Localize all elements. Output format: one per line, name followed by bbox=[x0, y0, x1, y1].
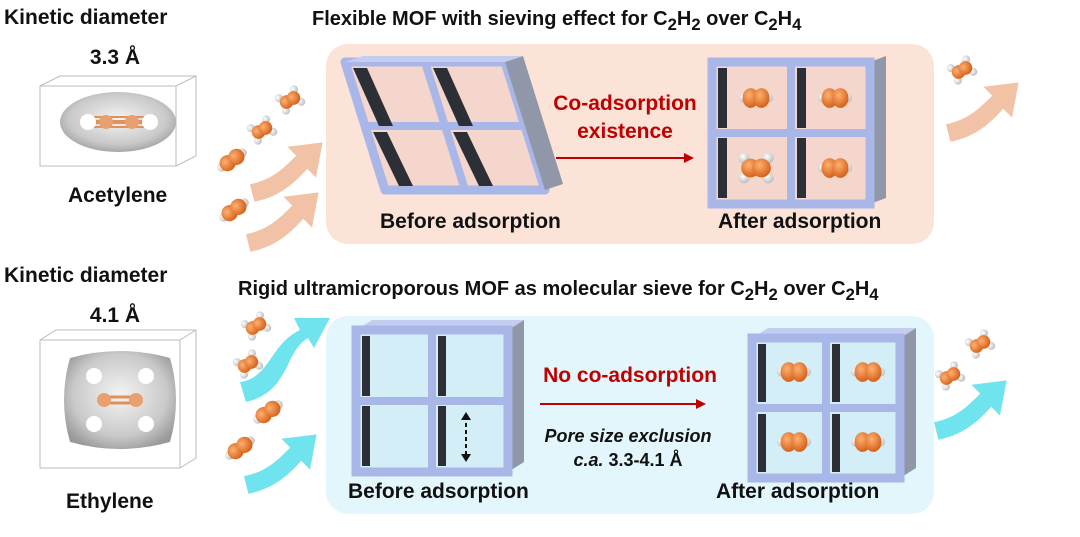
flow-arrow-icon bbox=[946, 82, 1019, 142]
top-annotation-line2: existence bbox=[577, 120, 673, 143]
bottom-before-label: Before adsorption bbox=[348, 480, 529, 503]
acetylene-molecule-icon bbox=[249, 395, 287, 429]
ethylene-molecule-icon bbox=[239, 309, 273, 343]
ethylene-molecule-icon bbox=[245, 113, 279, 147]
top-molecule-name: Acetylene bbox=[68, 184, 168, 207]
top-annotation-line1: Co-adsorption bbox=[553, 92, 697, 115]
acetylene-molecule-icon bbox=[215, 193, 253, 227]
ethylene-molecule-icon bbox=[945, 53, 979, 87]
top-title: Flexible MOF with sieving effect for C2H… bbox=[312, 8, 802, 34]
rigid-mof-before bbox=[351, 320, 524, 477]
bottom-annotation: No co-adsorption bbox=[543, 364, 717, 387]
ethylene-molecule-icon bbox=[963, 327, 997, 361]
top-transition-arrowhead bbox=[684, 153, 694, 163]
ethylene-molecule-icon bbox=[933, 359, 967, 393]
top-after-label: After adsorption bbox=[718, 210, 882, 233]
bottom-incoming-flow bbox=[221, 309, 330, 494]
flexible-mof-before bbox=[340, 56, 563, 195]
pore-size-range: c.a. 3.3-4.1 Å bbox=[573, 450, 683, 470]
ethylene-molecule-icon bbox=[273, 83, 307, 117]
acetylene-molecule-icon bbox=[221, 431, 259, 465]
bottom-kinetic-label: Kinetic diameter bbox=[4, 264, 168, 287]
top-outgoing-flow bbox=[945, 53, 1019, 142]
flow-arrow-icon bbox=[246, 192, 319, 252]
flow-arrow-icon bbox=[240, 318, 330, 402]
flow-arrow-icon bbox=[244, 434, 317, 494]
top-before-label: Before adsorption bbox=[380, 210, 561, 233]
pore-size-exclusion: Pore size exclusion bbox=[544, 426, 712, 446]
bottom-after-label: After adsorption bbox=[716, 480, 880, 503]
ethylene-molecule-icon bbox=[39, 329, 197, 469]
flexible-mof-after bbox=[707, 56, 886, 209]
top-incoming-flow bbox=[213, 83, 323, 252]
rigid-mof-after bbox=[747, 328, 916, 483]
top-diameter-value: 3.3 Å bbox=[89, 46, 141, 69]
bottom-diameter-value: 4.1 Å bbox=[89, 304, 141, 327]
bottom-transition-arrowhead bbox=[696, 399, 706, 409]
acetylene-molecule-icon bbox=[39, 75, 197, 167]
acetylene-molecule-icon bbox=[213, 143, 251, 177]
bottom-molecule-name: Ethylene bbox=[66, 490, 154, 513]
flow-arrow-icon bbox=[250, 142, 323, 202]
bottom-outgoing-flow bbox=[933, 327, 1007, 440]
top-kinetic-label: Kinetic diameter bbox=[4, 6, 168, 29]
bottom-title: Rigid ultramicroporous MOF as molecular … bbox=[238, 278, 879, 304]
